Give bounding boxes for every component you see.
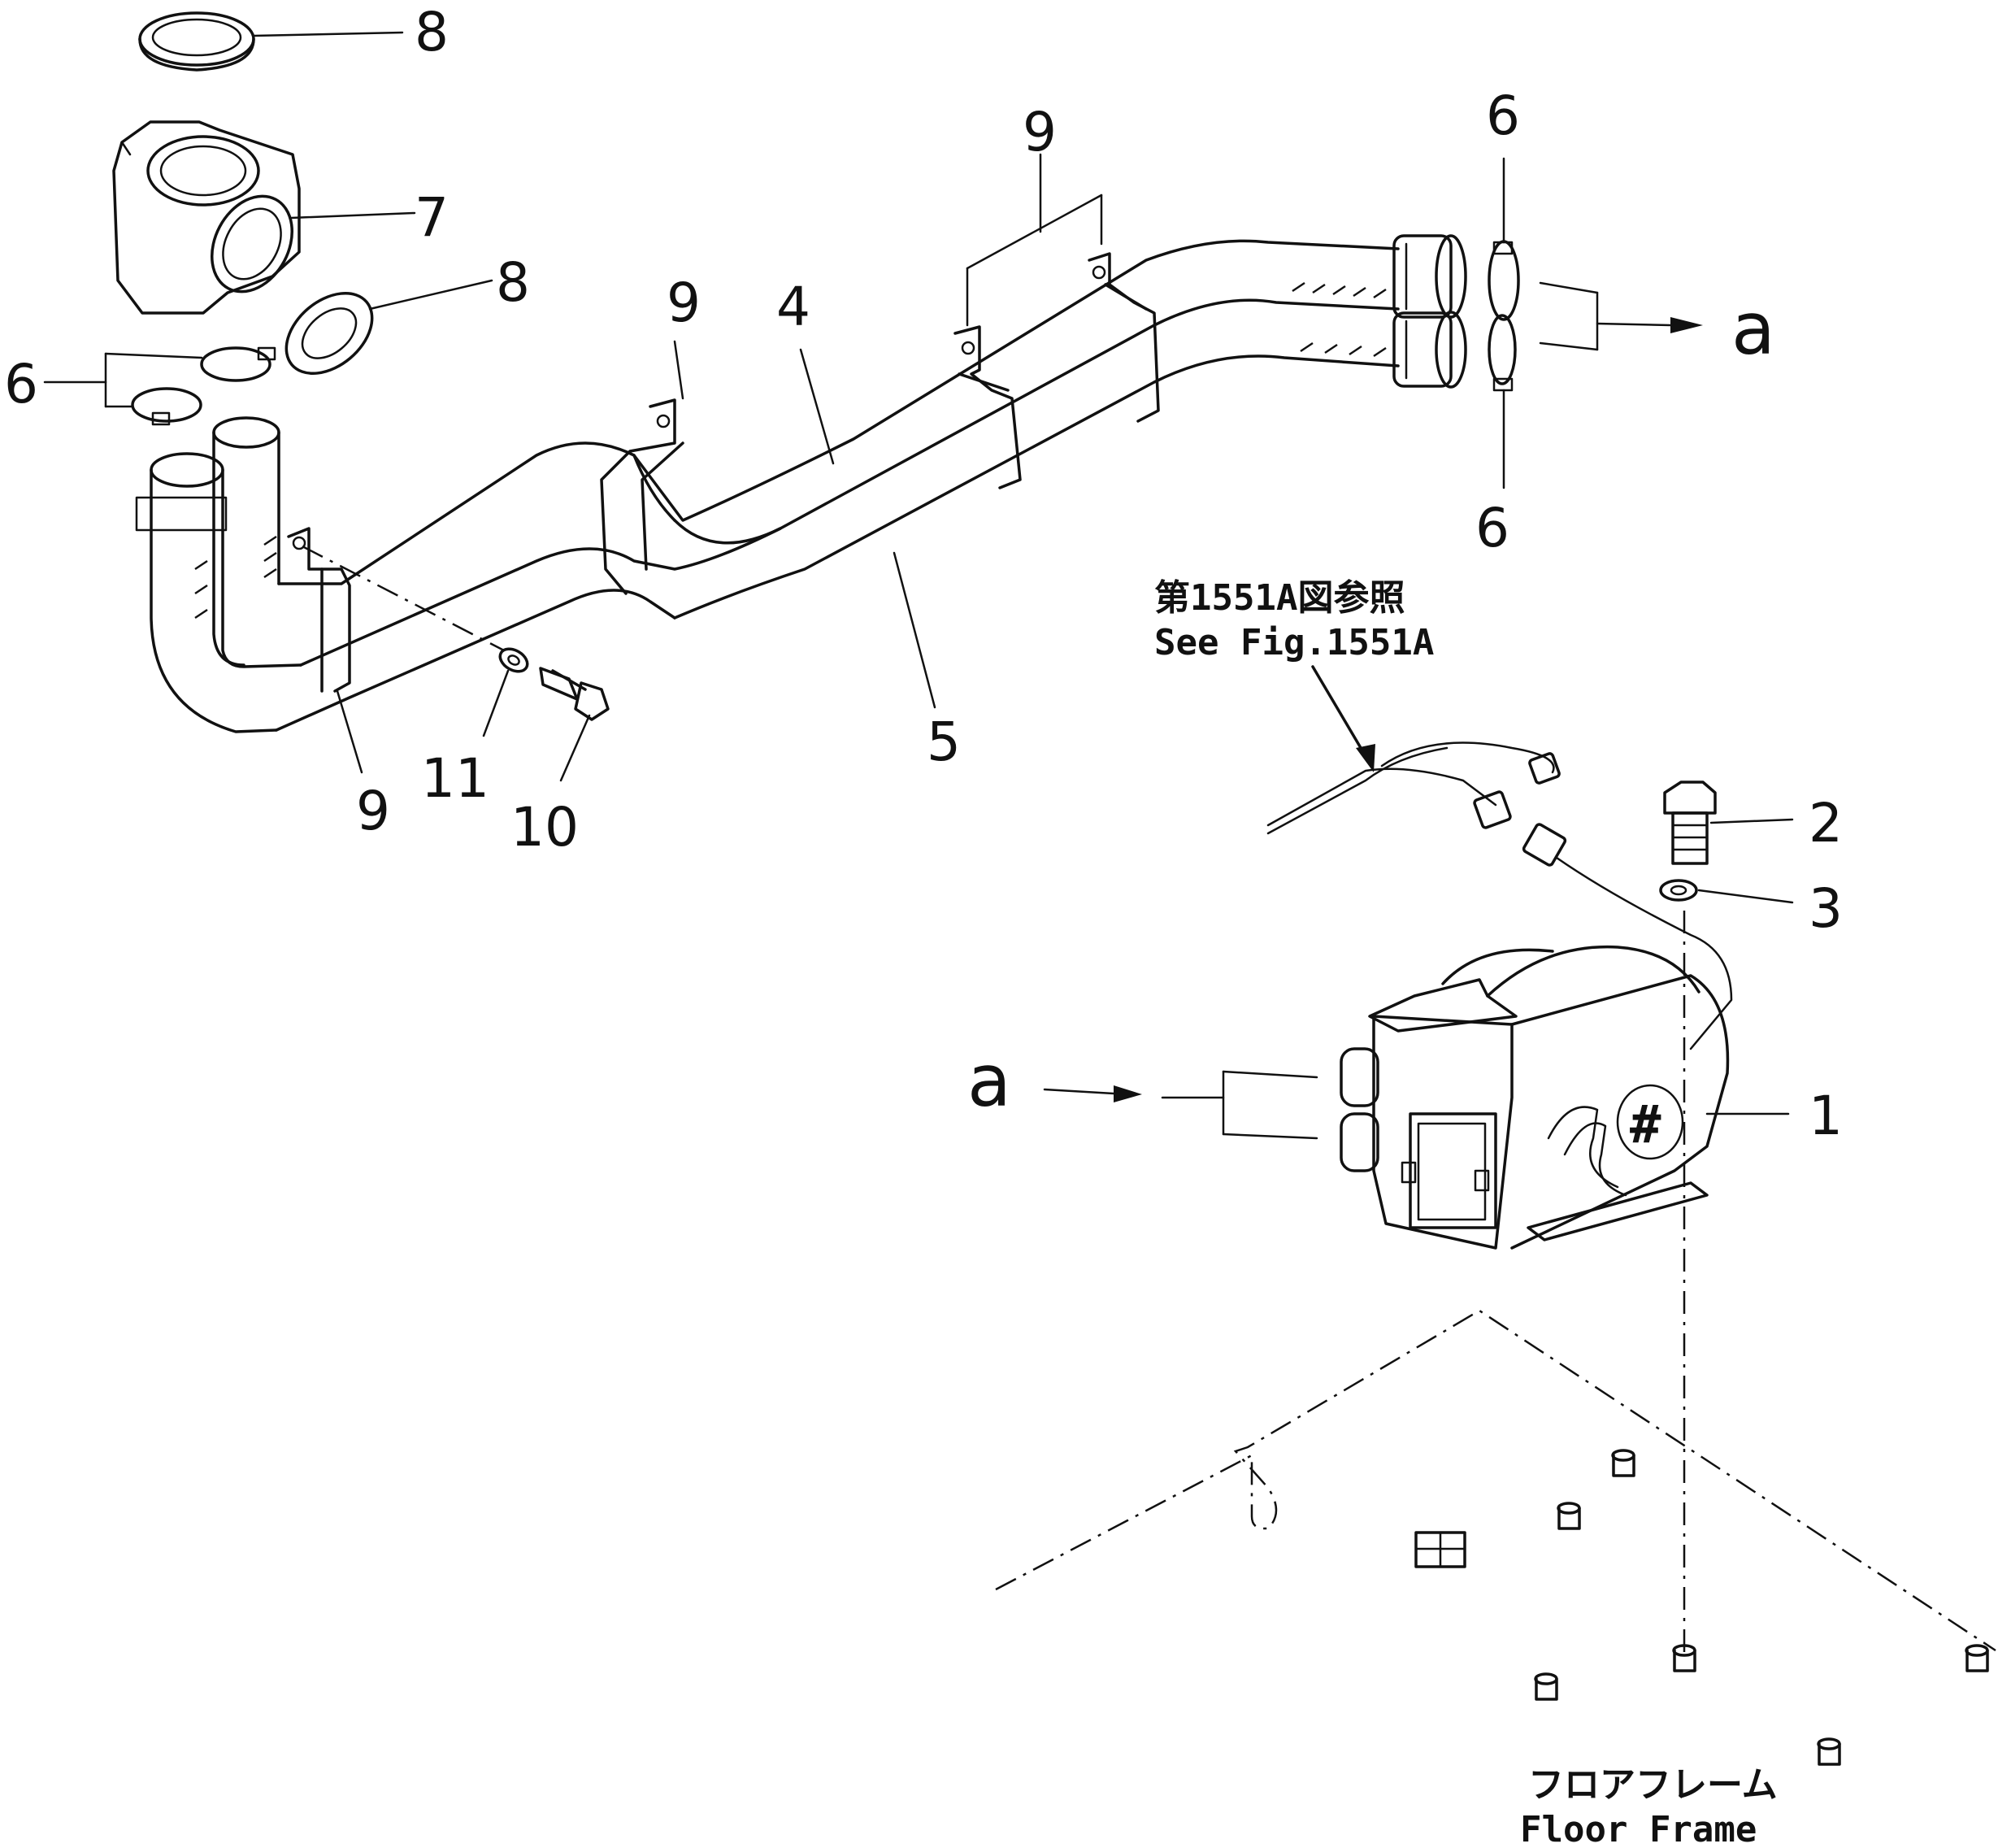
mount-block (1414, 1531, 1466, 1568)
part-9-clips (287, 153, 1160, 774)
wire-harness (1266, 665, 1733, 1050)
callout-a-left: a (967, 1039, 1011, 1123)
stud-1 (1611, 1449, 1635, 1477)
arrow-a-left (1043, 1070, 1318, 1140)
floor-frame-label-jp: フロアフレーム (1528, 1764, 1778, 1806)
hose-assembly (135, 234, 1467, 733)
part-8-top-cap (138, 11, 404, 72)
hash-mark: # (1630, 1095, 1661, 1155)
callout-6-right-bottom: 6 (1475, 497, 1509, 559)
callout-6-right-top: 6 (1486, 85, 1520, 147)
part-6-right-clamps (1488, 157, 1703, 489)
callout-6-left: 6 (4, 353, 38, 415)
stud-3 (1672, 1644, 1696, 1672)
leader-5 (893, 551, 936, 709)
stud-6 (1965, 1644, 1989, 1672)
callout-3: 3 (1809, 877, 1843, 940)
callout-8-top: 8 (415, 1, 449, 63)
callout-8-mid: 8 (496, 251, 530, 314)
callout-9-center: 9 (1023, 101, 1057, 163)
leader-4 (799, 348, 835, 465)
callout-5: 5 (927, 711, 961, 773)
callout-1: 1 (1809, 1085, 1843, 1147)
part-6-left-clamps (43, 346, 276, 426)
stud-2 (1557, 1502, 1581, 1530)
callout-4: 4 (776, 276, 810, 338)
callout-2: 2 (1809, 792, 1843, 854)
stud-4 (1534, 1672, 1558, 1701)
see-fig-note-jp: 第1551A図参照 (1154, 577, 1405, 619)
see-fig-note-en: See Fig.1551A (1154, 622, 1434, 663)
callout-9-bottom: 9 (356, 780, 390, 842)
floor-frame (995, 1309, 1996, 1766)
callout-7: 7 (415, 186, 449, 249)
callout-9-left-top: 9 (667, 272, 701, 334)
part-7-housing (112, 120, 416, 315)
parts-10-11-bolt-washer (302, 545, 610, 782)
parts-2-3-bolt-washer (1659, 781, 1794, 1659)
floor-frame-label-en: Floor Frame (1520, 1809, 1757, 1848)
stud-5 (1817, 1737, 1841, 1766)
callout-11: 11 (421, 747, 489, 810)
part-1-heater-unit: # (1340, 945, 1790, 1250)
callout-a-right: a (1731, 287, 1775, 371)
part-8-mid-grommet (284, 279, 493, 376)
callout-10: 10 (510, 796, 579, 859)
